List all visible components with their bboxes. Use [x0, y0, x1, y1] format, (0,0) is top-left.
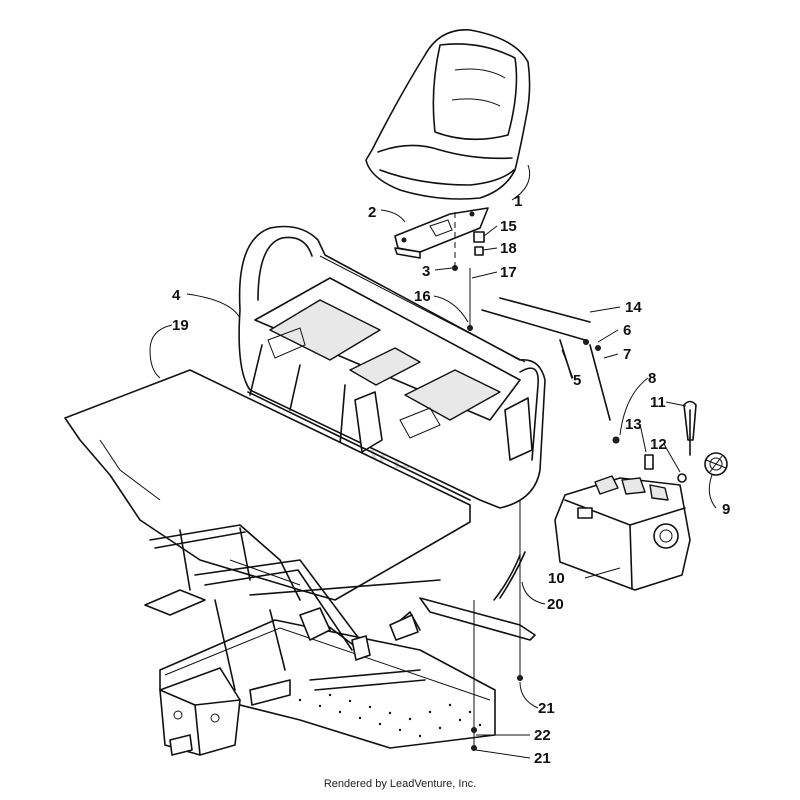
callout-19: 19: [172, 317, 189, 334]
callout-4: 4: [172, 287, 181, 304]
callout-21-lower: 21: [534, 750, 551, 767]
front-bracket: [159, 667, 291, 756]
tank-fittings: [644, 400, 697, 483]
callout-17: 17: [500, 264, 517, 281]
seat: [365, 29, 531, 200]
callout-1: 1: [514, 193, 522, 210]
callout-18: 18: [500, 240, 517, 257]
callout-13: 13: [625, 416, 642, 433]
fuel-cap: [704, 452, 728, 476]
frame-structure: [144, 524, 536, 691]
callout-labels: 1 2 15 18 3 17 4 16 19 14 6 7 5 8 11 13 …: [172, 193, 730, 767]
callout-2: 2: [368, 204, 376, 221]
leader-lines: [149, 164, 717, 759]
storage-box: [238, 225, 546, 509]
callout-7: 7: [623, 346, 631, 363]
footer-credit: Rendered by LeadVenture, Inc.: [323, 778, 477, 790]
lower-fasteners: [471, 500, 523, 751]
seat-fasteners: [452, 212, 485, 331]
callout-16: 16: [414, 288, 431, 305]
callout-21-upper: 21: [538, 700, 555, 717]
callout-11: 11: [650, 394, 666, 411]
callout-10: 10: [548, 570, 565, 587]
seat-bracket: [394, 207, 489, 259]
callout-3: 3: [422, 263, 430, 280]
callout-15: 15: [500, 218, 517, 235]
callout-5: 5: [573, 372, 581, 389]
vent-hose: [493, 551, 526, 601]
callout-8: 8: [648, 370, 656, 387]
callout-9: 9: [722, 501, 730, 518]
callout-6: 6: [623, 322, 631, 339]
fuel-tank: [554, 475, 691, 591]
callout-14: 14: [625, 299, 642, 316]
callout-20: 20: [547, 596, 564, 613]
callout-12: 12: [650, 436, 667, 453]
callout-22: 22: [534, 727, 551, 744]
floor-mat: [64, 369, 471, 601]
